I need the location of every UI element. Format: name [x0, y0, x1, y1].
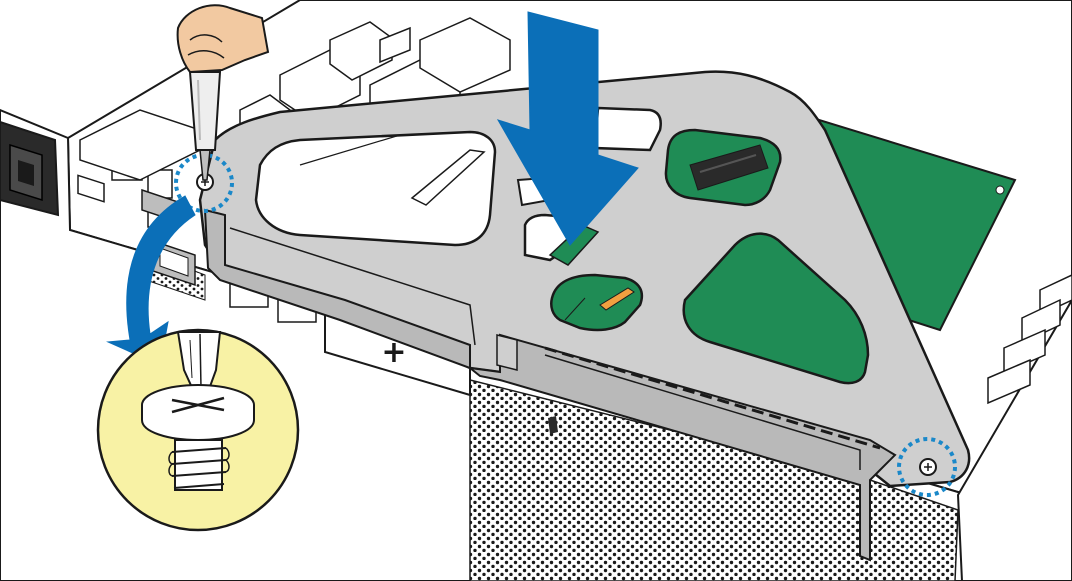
chassis-right-wall — [956, 298, 1072, 581]
riser-cutout-lower — [550, 273, 644, 332]
screw-zoom-detail — [96, 328, 300, 532]
riser-cutout-right-bottom — [682, 232, 870, 385]
callout-circle-right-screw — [897, 437, 957, 497]
riser-bracket-flange — [203, 208, 897, 562]
riser-cutout-top — [593, 106, 662, 152]
riser-cutout-left — [254, 130, 497, 247]
push-down-arrow-icon — [496, 11, 639, 246]
riser-bend-line — [544, 346, 881, 450]
riser-bracket-assembly — [196, 70, 971, 562]
phillips-screw-icon — [141, 384, 255, 491]
chassis-side-connectors — [987, 274, 1072, 405]
screwdriver-icon — [188, 71, 222, 181]
hand-icon — [176, 4, 270, 74]
